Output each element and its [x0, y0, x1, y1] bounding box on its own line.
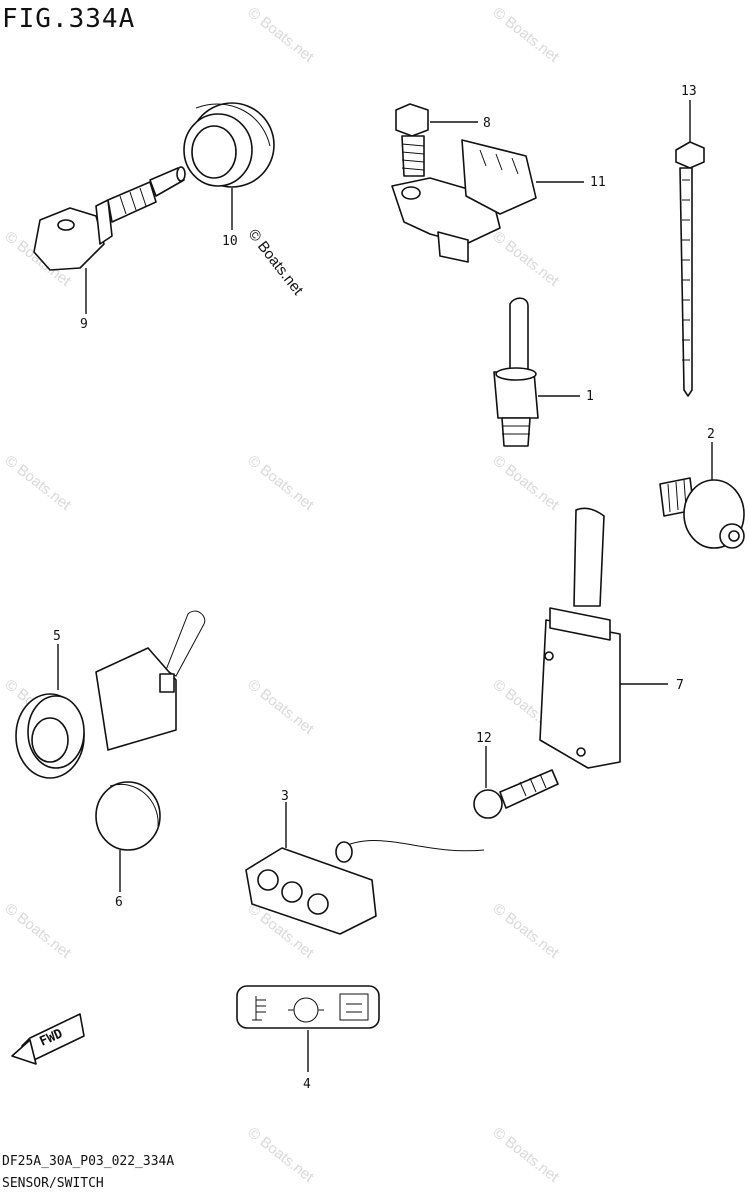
part-10-grommet[interactable] [183, 102, 275, 230]
callout-1: 1 [586, 389, 594, 404]
callout-7: 7 [676, 678, 684, 693]
part-7-switch[interactable] [539, 507, 668, 769]
part-9-sensor[interactable] [33, 166, 186, 314]
callout-12: 12 [476, 731, 492, 746]
part-12-screw[interactable] [473, 746, 559, 819]
figure-code: DF25A_30A_P03_022_334A [2, 1154, 175, 1169]
callout-5: 5 [53, 629, 61, 644]
part-6-cap[interactable] [95, 781, 161, 892]
part-11-map-sensor[interactable] [391, 139, 584, 263]
callout-3: 3 [281, 789, 289, 804]
callout-8: 8 [483, 116, 491, 131]
callout-4: 4 [303, 1077, 311, 1092]
part-8-bolt[interactable] [395, 103, 478, 177]
callout-11: 11 [590, 175, 606, 190]
part-4-label-plate[interactable] [236, 985, 380, 1072]
part-13-cable-tie[interactable] [675, 100, 705, 397]
figure-subtitle: SENSOR/SWITCH [2, 1176, 104, 1191]
part-5-connector[interactable] [15, 610, 206, 779]
callout-2: 2 [707, 427, 715, 442]
callout-6: 6 [115, 895, 123, 910]
fwd-arrow-icon: FWD [11, 1013, 85, 1065]
figure-title: FIG.334A [2, 4, 136, 34]
callout-13: 13 [681, 84, 697, 99]
callout-9: 9 [80, 317, 88, 332]
part-1-temperature-sensor[interactable] [493, 297, 580, 447]
callout-10: 10 [222, 234, 238, 249]
part-3-sensor-block[interactable] [245, 802, 485, 935]
part-2-knock-sensor[interactable] [659, 442, 745, 549]
